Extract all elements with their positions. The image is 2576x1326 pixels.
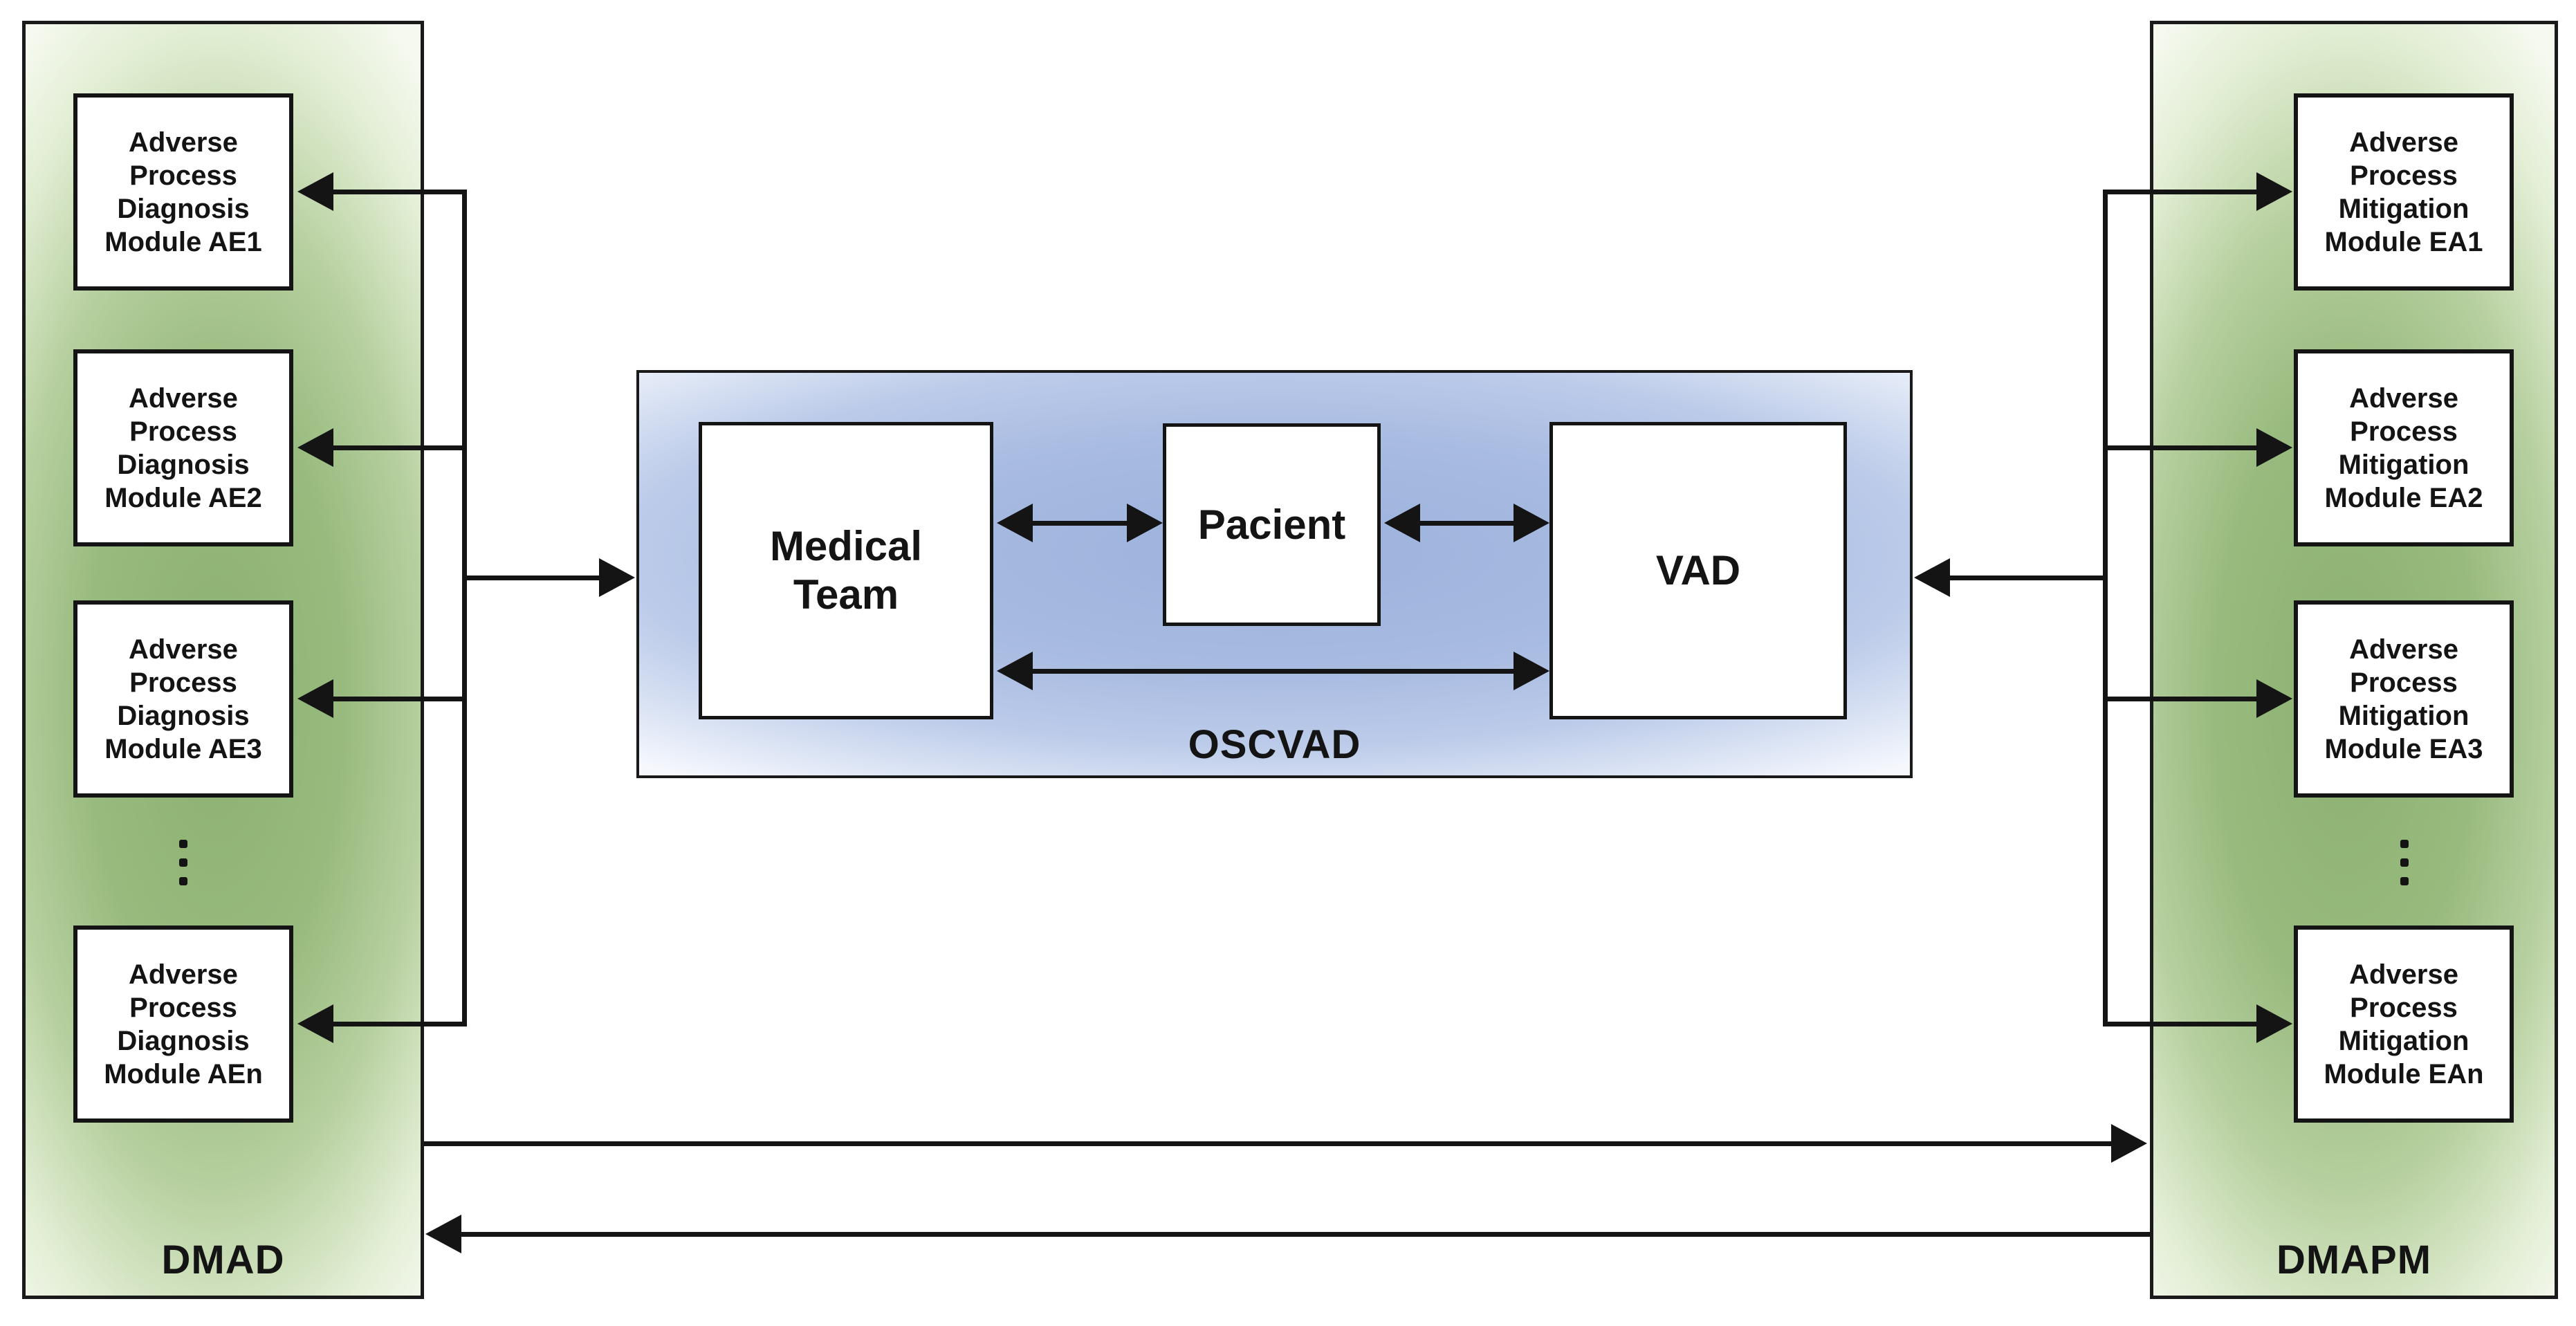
module-ea1: Adverse Process Mitigation Module EA1 [2294,93,2514,291]
pacient-label: Pacient [1197,501,1346,548]
arrowhead-to-ae1 [297,172,333,211]
dmad-bus-line [462,190,467,1026]
oscvad-panel-label: OSCVAD [1188,722,1361,767]
arrowhead-to-ea1 [2256,172,2292,211]
arrowhead-medicalteam-to-pacient [1127,504,1163,542]
module-ae1: Adverse Process Diagnosis Module AE1 [73,93,293,291]
arrowhead-to-ae2 [297,428,333,467]
arrow-line-to-ea2 [2106,445,2259,450]
arrow-line-to-ea1 [2106,190,2259,194]
arrow-line-dmad-to-dmapm [424,1141,2114,1146]
arrowhead-pacient-to-vad [1514,504,1549,542]
module-ean: Adverse Process Mitigation Module EAn [2294,926,2514,1123]
module-ean-label: Adverse Process Mitigation Module EAn [2324,959,2484,1089]
arrow-line-dmad-to-oscvad [463,575,602,580]
arrow-line-dmapm-to-oscvad [1949,575,2105,580]
module-aen: Adverse Process Diagnosis Module AEn [73,926,293,1123]
vad-box: VAD [1549,422,1847,719]
arrow-line-to-aen [332,1022,467,1026]
module-aen-label: Adverse Process Diagnosis Module AEn [104,959,263,1089]
medical-team-box: Medical Team [699,422,993,719]
module-ea2: Adverse Process Mitigation Module EA2 [2294,349,2514,546]
module-ea3-label: Adverse Process Mitigation Module EA3 [2324,634,2483,764]
arrowhead-pacient-to-medicalteam [997,504,1033,542]
dmad-panel-label: DMAD [161,1237,285,1282]
arrowhead-vad-to-medicalteam [997,652,1033,690]
module-ae2: Adverse Process Diagnosis Module AE2 [73,349,293,546]
module-ae1-label: Adverse Process Diagnosis Module AE1 [104,127,262,257]
module-ae3: Adverse Process Diagnosis Module AE3 [73,600,293,798]
arrow-line-to-ae3 [332,697,467,701]
arrow-line-pacient-vad [1418,521,1516,526]
arrowhead-to-ea2 [2256,428,2292,467]
arrowhead-to-ea3 [2256,679,2292,718]
ellipsis-dot [2400,877,2409,885]
medical-team-label: Medical Team [769,523,923,618]
ellipsis-dot [179,840,187,848]
ellipsis-dot [179,858,187,867]
ellipsis-dot [2400,840,2409,848]
vad-label: VAD [1655,547,1741,593]
module-ea1-label: Adverse Process Mitigation Module EA1 [2324,127,2483,257]
pacient-box: Pacient [1163,423,1381,626]
module-ea3: Adverse Process Mitigation Module EA3 [2294,600,2514,798]
arrowhead-to-ean [2256,1004,2292,1043]
arrowhead-dmad-to-oscvad [599,558,635,597]
arrowhead-to-ae3 [297,679,333,718]
ellipsis-dot [179,877,187,885]
module-ae3-label: Adverse Process Diagnosis Module AE3 [104,634,262,764]
arrowhead-dmad-to-dmapm [2111,1124,2147,1163]
dmapm-bus-line [2103,190,2108,1026]
arrowhead-medicalteam-to-vad [1514,652,1549,690]
ellipsis-dot [2400,858,2409,867]
arrow-line-to-ea3 [2106,697,2259,701]
vertical-ellipsis-dmad [174,840,192,885]
arrowhead-dmapm-to-dmad [425,1215,461,1253]
dmapm-panel-label: DMAPM [2276,1237,2432,1282]
arrow-line-to-ean [2106,1022,2259,1026]
arrowhead-dmapm-to-oscvad [1914,558,1950,597]
arrow-line-medicalteam-vad [1031,669,1515,674]
arrow-line-to-ae2 [332,445,467,450]
module-ae2-label: Adverse Process Diagnosis Module AE2 [104,383,262,513]
arrowhead-vad-to-pacient [1384,504,1420,542]
arrowhead-to-aen [297,1004,333,1043]
arrow-line-dmapm-to-dmad [459,1232,2150,1237]
arrow-line-to-ae1 [332,190,467,194]
vertical-ellipsis-dmapm [2395,840,2413,885]
module-ea2-label: Adverse Process Mitigation Module EA2 [2324,383,2483,513]
arrow-line-medicalteam-pacient [1031,521,1129,526]
